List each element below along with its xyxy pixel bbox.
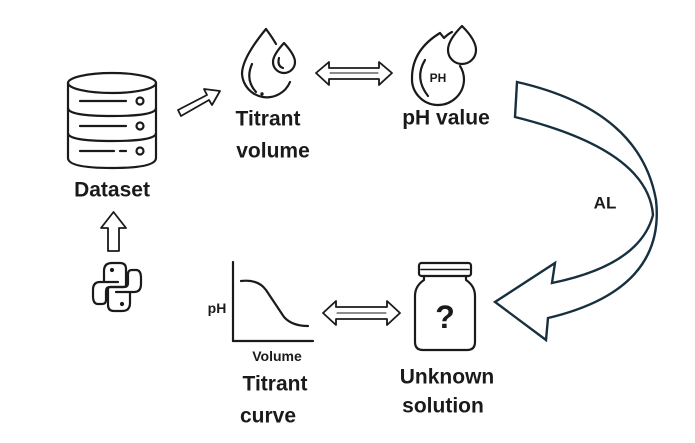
arrow-dataset-to-titrant <box>177 88 221 117</box>
titration-curve-icon <box>231 260 315 343</box>
python-icon <box>91 261 143 313</box>
unknown-solution-label-line2: solution <box>402 394 484 418</box>
titrant-curve-label-line2: curve <box>239 404 297 428</box>
chart-ph-curve <box>239 279 310 328</box>
curved-al-arrow <box>492 80 658 343</box>
chart-y-axis-label: pH <box>207 300 227 316</box>
ph-value-label: pH value <box>402 106 490 130</box>
titrant-volume-label-line1: Titrant <box>235 107 301 131</box>
ph-drop-icon <box>410 24 478 107</box>
al-edge-label: AL <box>593 193 617 213</box>
double-arrow-curve-solution <box>322 300 401 326</box>
dataset-label: Dataset <box>74 178 150 202</box>
titrant-volume-label-line2: volume <box>236 139 310 163</box>
arrow-python-to-dataset <box>100 211 127 252</box>
unknown-solution-label-line1: Unknown <box>399 365 495 389</box>
chart-x-axis-label: Volume <box>252 348 302 364</box>
database-icon <box>66 71 158 170</box>
water-drop-icon <box>240 27 297 99</box>
ph-icon-text: PH <box>430 71 447 85</box>
titrant-curve-label-line1: Titrant <box>242 372 308 396</box>
jar-question-mark: ? <box>435 299 455 335</box>
jar-icon <box>413 261 477 352</box>
double-arrow-volume-ph <box>315 61 393 86</box>
